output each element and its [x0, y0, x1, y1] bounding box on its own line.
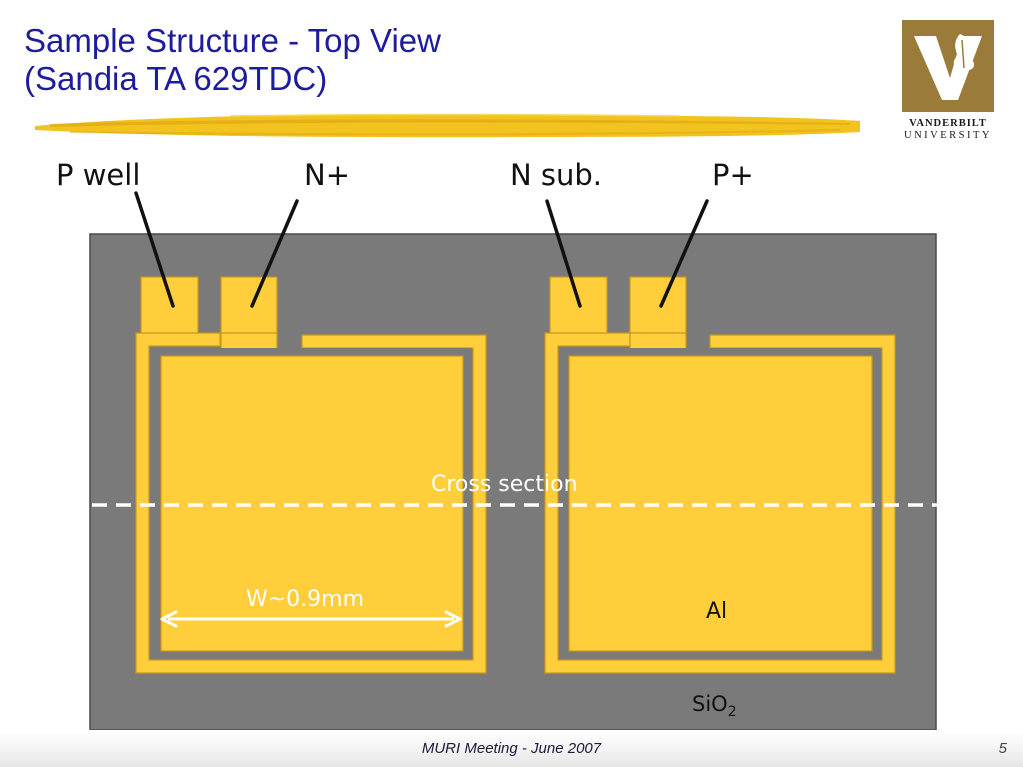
label-cross-section: Cross section: [431, 472, 578, 497]
right-p-plus-pad: [629, 276, 687, 334]
label-sio2: SiO2: [692, 692, 737, 720]
vanderbilt-oak-leaf-v-icon: [902, 20, 994, 112]
slide-title: Sample Structure - Top View (Sandia TA 6…: [24, 22, 441, 98]
width-arrow-left-icon: [160, 610, 178, 628]
vanderbilt-logo: VANDERBILT UNIVERSITY: [902, 20, 994, 142]
footer-band: [0, 732, 1023, 767]
label-n-sub: N sub.: [510, 158, 602, 192]
label-sio2-base: SiO: [692, 692, 728, 716]
left-p-well-ring: [135, 332, 487, 674]
logo-wordmark-line-2: UNIVERSITY: [904, 130, 992, 141]
label-n-plus: N+: [304, 158, 350, 192]
width-arrow-right-icon: [444, 610, 462, 628]
footer-meeting-text: MURI Meeting - June 2007: [421, 740, 602, 757]
sample-structure-top-view-diagram: P well N+ N sub. P+ Cross section W~0.9m…: [56, 158, 962, 730]
p-plus-callout-line: [659, 199, 709, 308]
page-number: 5: [998, 740, 1007, 757]
left-p-well-pad: [140, 276, 199, 334]
p-well-callout-line: [134, 191, 175, 308]
label-p-well: P well: [56, 158, 140, 192]
left-n-plus-pad: [220, 276, 278, 334]
n-plus-callout-line: [250, 199, 299, 308]
logo-wordmark-line-1: VANDERBILT: [909, 118, 987, 129]
slide-title-line-2: (Sandia TA 629TDC): [24, 60, 328, 97]
label-sio2-subscript: 2: [728, 704, 737, 720]
label-p-plus: P+: [712, 158, 754, 192]
label-al: Al: [706, 599, 727, 624]
title-underline-brush-stroke: [35, 113, 860, 138]
n-sub-callout-line: [545, 199, 582, 308]
label-width: W~0.9mm: [246, 587, 364, 612]
slide-title-line-1: Sample Structure - Top View: [24, 22, 441, 59]
